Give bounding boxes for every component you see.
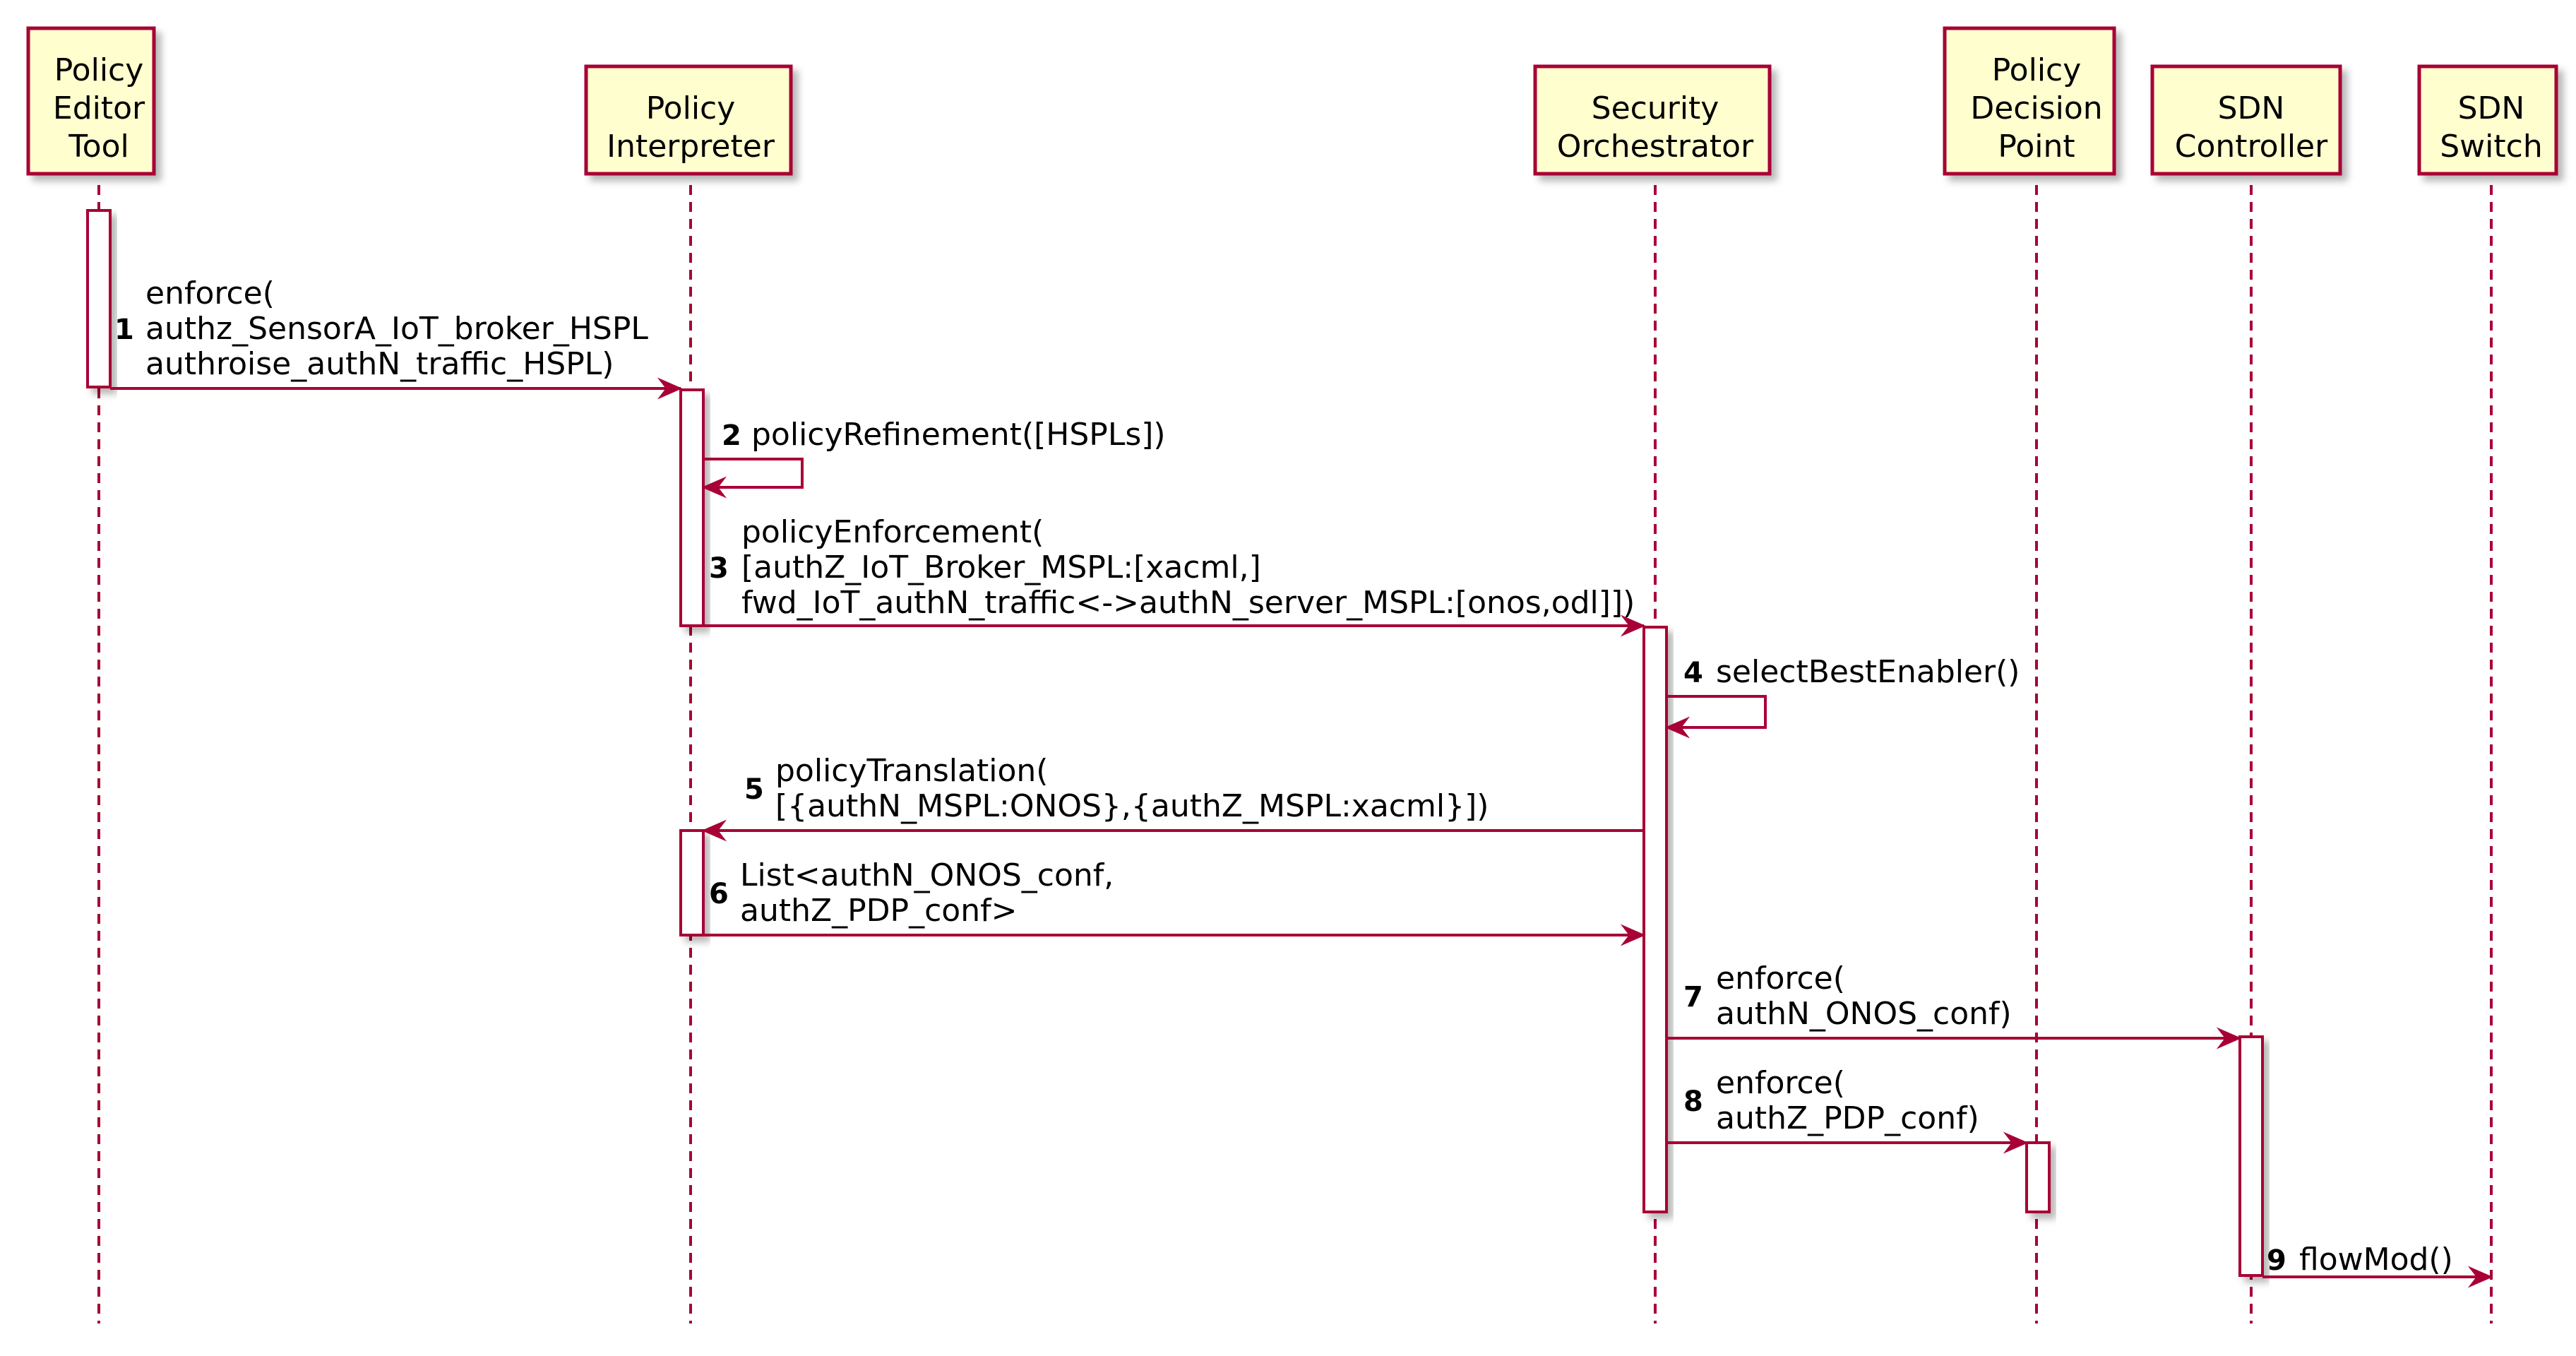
message-8: enforce(authZ_PDP_conf) 8 [1666,1065,2029,1154]
message-label: enforce( [145,275,275,311]
participants: PolicyEditorToolPolicyInterpreterSecurit… [26,26,2558,176]
participant-label: Editor [53,90,145,126]
participant-label: Policy [646,90,736,126]
participant-label: Orchestrator [1557,129,1754,165]
activation-bar-pi [679,829,705,936]
participant-label: SDN [2458,90,2525,126]
participant-label: SDN [2218,90,2285,126]
message-label: selectBestEnabler() [1716,654,2020,690]
message-label: enforce( [1716,961,1845,997]
participant-box [2150,64,2342,176]
participant-label: Security [1592,90,1719,126]
participant-label: Switch [2440,129,2542,165]
message-label: policyEnforcement( [741,514,1044,550]
arrowhead [2216,1027,2242,1049]
participant-label: Policy [54,52,144,88]
message-number: 7 [1683,981,1703,1013]
message-number: 9 [2267,1244,2286,1277]
participant-box [26,26,156,176]
activation-bar-so [1642,626,1668,1213]
message-4: selectBestEnabler() 4 [1664,654,2020,739]
message-number: 4 [1683,657,1703,689]
arrowhead [1664,716,1690,739]
participant-box [2417,64,2558,176]
message-number: 8 [1683,1086,1703,1118]
message-number: 6 [709,878,729,910]
arrowhead [657,377,683,400]
participant-box [1943,26,2116,176]
message-number: 1 [114,314,134,346]
activation-bar-ctl [2238,1035,2264,1277]
message-2: policyRefinement([HSPLs]) 2 [701,417,1166,499]
arrowhead [1620,614,1646,637]
arrowhead [2467,1266,2493,1288]
arrowhead [701,476,727,499]
activation-bars [86,209,2264,1277]
arrowhead [1620,924,1646,946]
message-label: authN_ONOS_conf) [1716,996,2012,1032]
participant-label: Controller [2175,129,2328,165]
message-label: fwd_IoT_authN_traffic<->authN_server_MSP… [741,585,1635,621]
participant-box [584,64,793,176]
participant-box [1533,64,1772,176]
message-1: enforce(authz_SensorA_IoT_broker_HSPLaut… [110,275,683,400]
message-label: authz_SensorA_IoT_broker_HSPL [145,311,648,347]
message-7: enforce(authN_ONOS_conf) 7 [1666,961,2242,1049]
message-6: List<authN_ONOS_conf,authZ_PDP_conf> 6 [703,857,1646,946]
message-label: [{authN_MSPL:ONOS},{authZ_MSPL:xacml}]) [775,788,1489,824]
message-5: policyTranslation([{authN_MSPL:ONOS},{au… [701,753,1644,842]
message-label: policyTranslation( [775,753,1048,789]
message-label: enforce( [1716,1065,1845,1101]
message-label: flowMod() [2299,1242,2453,1278]
message-label: List<authN_ONOS_conf, [740,857,1114,893]
participant-label: Tool [68,129,129,165]
participant-label: Interpreter [607,129,775,165]
message-label: authroise_authN_traffic_HSPL) [145,346,614,382]
message-number: 5 [744,773,764,806]
activation-bar-pdp [2025,1141,2051,1213]
arrowhead [2003,1131,2029,1154]
message-number: 3 [709,552,729,585]
message-number: 2 [722,420,741,452]
activation-bar-pi [679,388,705,627]
self-message-arrow [703,458,804,489]
activation-bar-pet [86,209,112,388]
message-label: authZ_PDP_conf> [740,893,1017,929]
participant-label: Decision [1970,90,2102,126]
message-label: policyRefinement([HSPLs]) [751,417,1166,453]
message-3: policyEnforcement([authZ_IoT_Broker_MSPL… [703,514,1646,637]
message-label: [authZ_IoT_Broker_MSPL:[xacml,] [741,549,1261,585]
message-label: authZ_PDP_conf) [1716,1100,1979,1136]
self-message-arrow [1666,695,1767,729]
arrowhead [701,819,727,842]
participant-label: Point [1998,129,2075,165]
participant-label: Policy [1992,52,2082,88]
message-9: flowMod() 9 [2262,1242,2493,1288]
messages: enforce(authz_SensorA_IoT_broker_HSPLaut… [110,275,2493,1288]
